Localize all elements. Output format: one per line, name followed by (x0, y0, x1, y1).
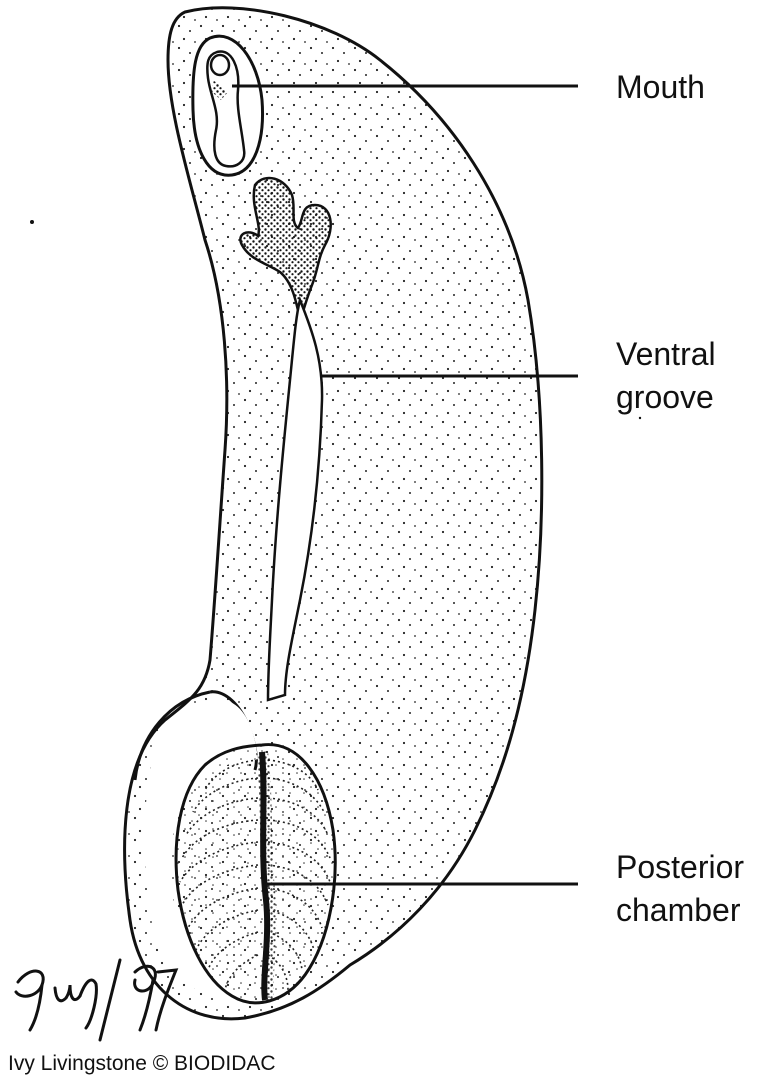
mouth-core (209, 53, 231, 77)
label-mouth-text: Mouth (616, 69, 705, 105)
ventral-groove (266, 296, 324, 702)
label-mouth: Mouth (616, 66, 705, 109)
mouth-opening (206, 50, 246, 168)
posterior-fold (144, 699, 258, 1003)
artist-signature (14, 958, 179, 1042)
posterior-chamber (174, 743, 337, 1005)
label-ventral-groove: Ventral groove (616, 333, 716, 419)
label-ventral-groove-line2: groove (616, 379, 714, 415)
pharyngeal-lobes (239, 176, 332, 325)
credit-text: Ivy Livingstone © BIODIDAC (8, 1052, 276, 1075)
label-posterior-chamber: Posterior chamber (616, 846, 744, 932)
label-posterior-chamber-line1: Posterior (616, 849, 745, 885)
label-posterior-chamber-line2: chamber (616, 892, 741, 928)
label-ventral-groove-line1: Ventral (616, 336, 716, 372)
chamber-ridges (179, 759, 331, 991)
